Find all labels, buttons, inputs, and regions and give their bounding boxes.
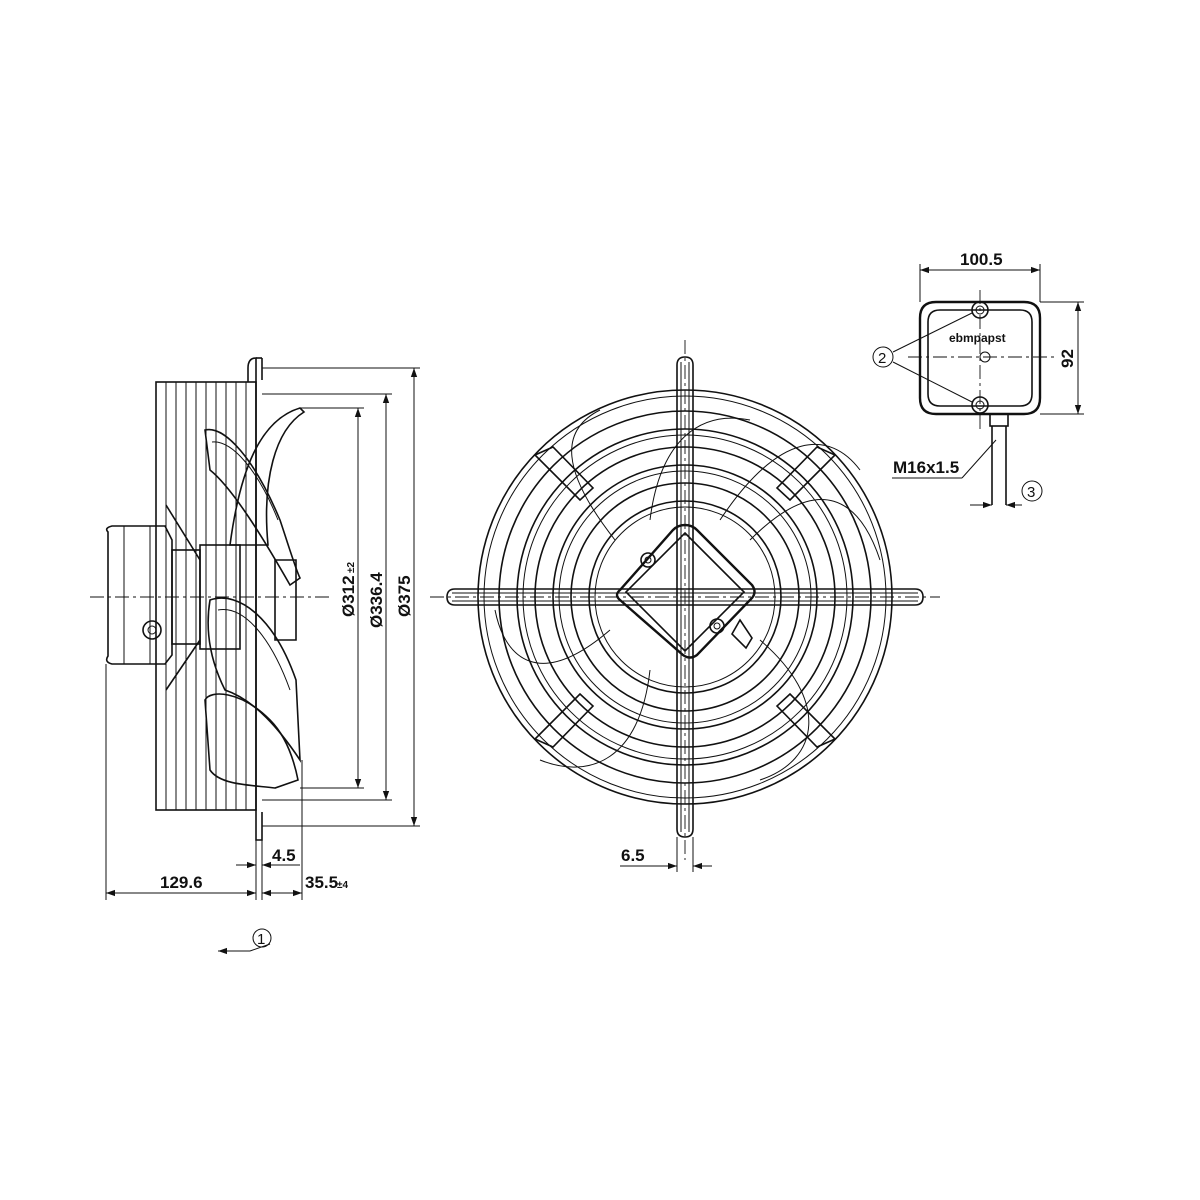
callout-3-circle: [1021, 480, 1043, 502]
terminal-box-side: [105, 525, 201, 665]
mounting-flange: [247, 357, 263, 841]
motor-fins: [155, 381, 257, 811]
length-dimensions: [105, 664, 303, 900]
callout-2-label: 2: [878, 350, 886, 367]
dim-dia-312: Ø312: [339, 575, 358, 617]
terminal-box-detail: ebmpapst 100.5 92 2 M16x1.5 3: [872, 250, 1084, 509]
diameter-dimensions: [262, 367, 420, 827]
dim-grille-6-5: 6.5: [621, 846, 645, 865]
guard-grille: [477, 389, 893, 805]
callout-1-label: 1: [257, 931, 265, 948]
terminal-box-outline: [918, 300, 1042, 416]
side-view: Ø312 ±2 Ø336.4 Ø375 129.6 4.5 35.5 ±4 1: [90, 357, 420, 955]
cover-screw-bottom: [971, 396, 989, 414]
dim-dia-375: Ø375: [395, 575, 414, 617]
dim-dia-312-tol: ±2: [346, 562, 357, 573]
grille-bars: [446, 356, 924, 838]
dim-len-35-5: 35.5: [305, 873, 338, 892]
motor-housing-front: [615, 523, 756, 659]
brand-logo: ebmpapst: [949, 331, 1006, 345]
thread-label: M16x1.5: [893, 458, 959, 477]
fan-blades-side: [204, 407, 306, 789]
dim-len-35-5-tol: ±4: [337, 880, 348, 891]
dim-box-width: 100.5: [960, 250, 1003, 269]
fan-hub: [199, 544, 241, 650]
dim-len-4-5: 4.5: [272, 846, 296, 865]
front-view: 6.5: [430, 340, 940, 872]
callout-2-circle: [872, 346, 894, 368]
airflow-direction-arrow: [218, 928, 272, 955]
dim-dia-336: Ø336.4: [367, 572, 386, 628]
cover-screw-top: [971, 301, 989, 319]
callout-3-label: 3: [1027, 484, 1035, 501]
cable-gland: [989, 413, 1009, 427]
dim-len-129: 129.6: [160, 873, 203, 892]
grille-bar-dimension: [620, 837, 712, 872]
dim-box-height: 92: [1058, 349, 1077, 368]
fan-blades-front: [494, 409, 881, 781]
